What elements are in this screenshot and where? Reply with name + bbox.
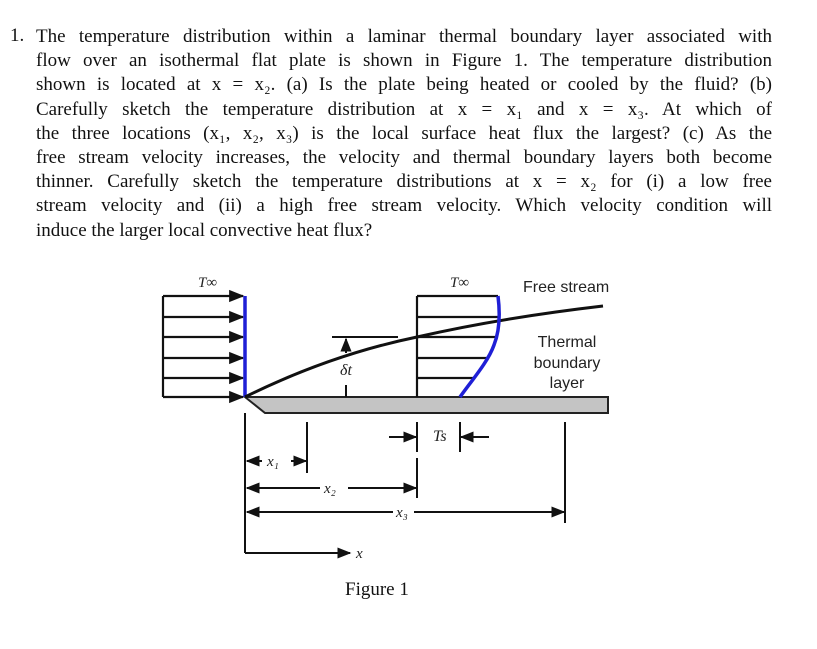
problem-line: shown is located at x = x₂. (a) Is the p…	[36, 74, 772, 96]
problem-line: The temperature distribution within a la…	[36, 26, 772, 47]
dimension-lines	[244, 413, 566, 559]
x-axis-label: x	[355, 546, 363, 562]
ts-label: Ts	[433, 428, 447, 445]
problem-number: 1.	[10, 25, 25, 46]
flat-plate	[242, 396, 609, 414]
problem-line: flow over an isothermal flat plate is sh…	[36, 50, 772, 72]
temperature-profile-curve	[458, 295, 501, 399]
problem-line: Carefully sketch the temperature distrib…	[36, 98, 772, 120]
x2-label: x₂	[323, 481, 336, 497]
t-inf-left-label: T∞	[198, 275, 217, 291]
figure-caption: Figure 1	[345, 579, 409, 600]
problem-line: free stream velocity increases, the velo…	[36, 147, 772, 169]
free-stream-label: Free stream	[523, 279, 609, 296]
problem-text: The temperature distribution within a la…	[36, 25, 772, 243]
x3-label: x₃	[395, 505, 408, 521]
profile-at-x2	[415, 294, 499, 397]
problem-line: stream velocity and (ii) a high free str…	[36, 195, 772, 217]
layer-label: layer	[550, 375, 585, 392]
x1-label: x₁	[266, 454, 279, 470]
delta-t-marker	[332, 336, 398, 397]
inlet-profile	[161, 289, 245, 404]
delta-t-label: δt	[340, 362, 352, 379]
t-inf-right-label: T∞	[450, 275, 469, 291]
boundary-label: boundary	[534, 355, 601, 372]
problem-line: induce the larger local convective heat …	[36, 219, 373, 241]
problem-line: the three locations (x₁, x₂, x₃) is the …	[36, 122, 772, 144]
thermal-label: Thermal	[538, 334, 597, 351]
problem-line: thinner. Carefully sketch the temperatur…	[36, 171, 772, 193]
